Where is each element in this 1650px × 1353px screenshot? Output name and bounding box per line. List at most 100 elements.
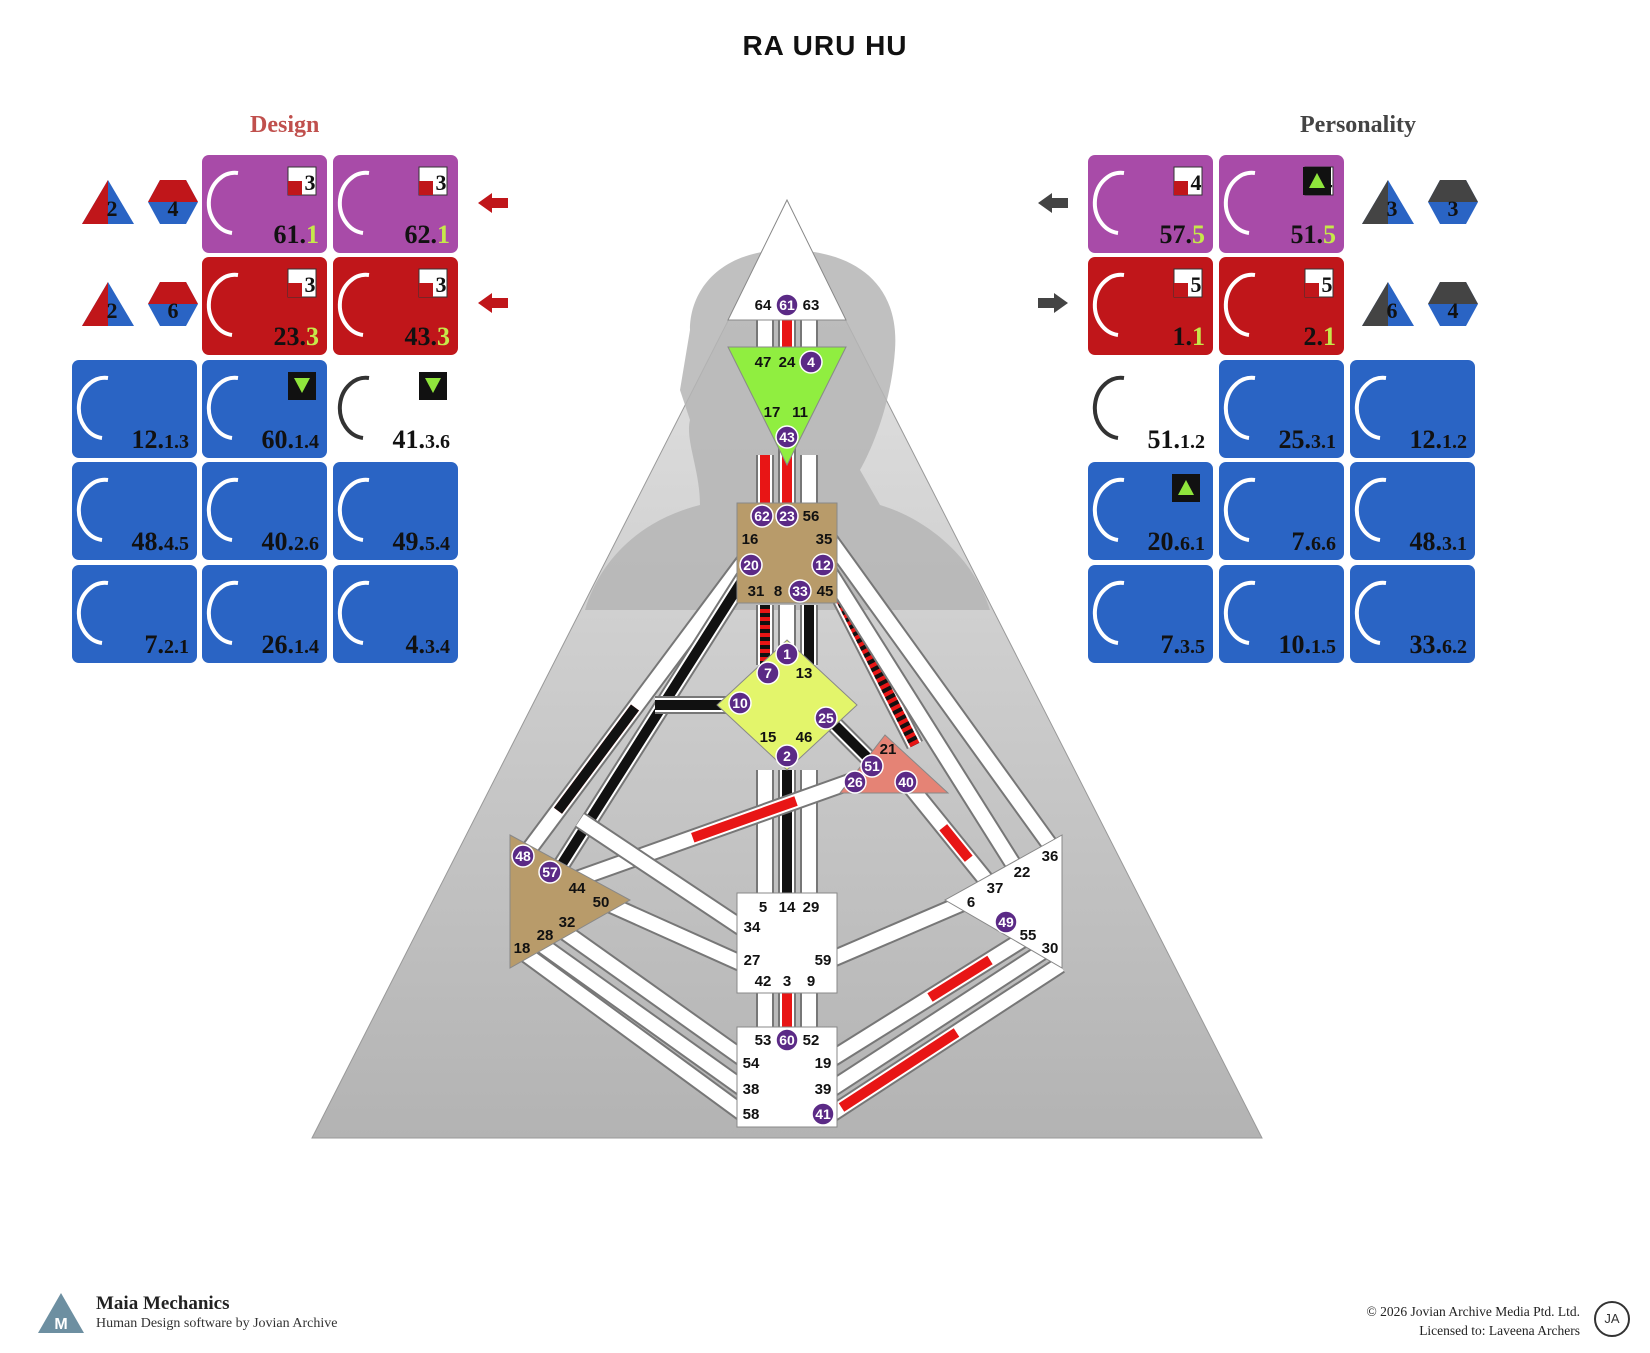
channel-12-22 [817,560,1028,880]
channel-59-6 [826,891,974,969]
personality-planet-glyph-icon [1092,477,1125,542]
design-gate-line-value: 40.2.6 [262,527,320,556]
gate-14-label: 14 [779,899,796,916]
gate-33-active [788,579,812,603]
design-gate-line-value: 26.1.4 [262,630,320,659]
design-planet-card: 323.3 [202,257,327,355]
gate-57-label: 57 [542,864,558,880]
maia-logo-icon: M [38,1293,84,1333]
design-hexagon-value: 6 [168,298,179,323]
design-planet-card: 361.1 [202,155,327,253]
gate-26-label: 26 [847,774,863,790]
gate-32-label: 32 [559,914,576,931]
gate-58-label: 58 [743,1106,760,1123]
design-card-bg [333,565,458,663]
gate-1-active [775,642,799,666]
channel-35-36 [822,534,1058,851]
design-planet-card: 48.4.5 [72,462,197,560]
exaltation-up-icon [1309,173,1325,188]
personality-triangle-value: 6 [1387,298,1398,323]
personality-planet-glyph-icon [1092,580,1125,645]
personality-planet-card: 451.5 [1219,155,1344,253]
personality-triangle-value: 3 [1387,196,1398,221]
personality-gate-line-value: 12.1.2 [1410,425,1468,454]
personality-gate-line-value: 25.3.1 [1279,425,1337,454]
personality-arrow-left-icon [1038,193,1068,213]
channel-19-49-design [927,955,993,1002]
gate-55-label: 55 [1020,927,1037,944]
copyright-block: © 2026 Jovian Archive Media Ptd. Ltd. Li… [1367,1302,1580,1340]
design-gate-line-value: 43.3 [405,322,451,351]
gate-7-label: 7 [764,665,772,681]
personality-gate-line-value: 1.1 [1173,322,1206,351]
gate-25-label: 25 [818,710,834,726]
gate-44-label: 44 [569,880,586,897]
personality-gate-line-value: 20.6.1 [1148,527,1206,556]
personality-gate-line-value: 10.1.5 [1279,630,1337,659]
solar-plexus-center [943,834,1063,969]
design-gate-line-value: 4.3.4 [406,630,451,659]
personality-hexagon-value: 3 [1448,196,1459,221]
design-color-value: 3 [436,170,447,195]
gate-9-label: 9 [807,973,815,990]
design-planet-glyph-icon [337,272,370,337]
gate-20-active [739,553,763,577]
personality-card-bg [1350,462,1475,560]
personality-planet-glyph-icon [1092,170,1125,235]
head-center [727,198,847,321]
design-planet-card: 49.5.4 [333,462,458,560]
gate-7-active [756,661,780,685]
gate-26-active [843,770,867,794]
design-color-value: 3 [436,272,447,297]
g-center [716,639,858,771]
gate-1-label: 1 [783,646,791,662]
detriment-down-icon [294,378,310,393]
gate-59-label: 59 [815,952,832,969]
design-planet-card: 362.1 [333,155,458,253]
gate-3-label: 3 [783,973,791,990]
personality-card-bg [1219,360,1344,458]
personality-card-bg [1219,462,1344,560]
gate-27-label: 27 [744,952,761,969]
gate-51-label: 51 [864,758,880,774]
gate-10-active [728,691,752,715]
gate-12-label: 12 [815,557,831,573]
personality-planet-glyph-icon [1354,580,1387,645]
gate-4-active [799,350,823,374]
brand-name: Maia Mechanics [96,1293,230,1314]
design-gate-line-value: 61.1 [274,220,320,249]
personality-gate-line-value: 2.1 [1304,322,1337,351]
copyright-text: © 2026 Jovian Archive Media Ptd. Ltd. [1366,1304,1580,1319]
design-gate-line-value: 62.1 [405,220,451,249]
chart-title: RA URU HU [742,30,908,61]
ajna-center [727,346,847,467]
personality-gate-line-value: 7.6.6 [1292,527,1337,556]
design-planet-glyph-icon [337,375,370,440]
gate-4-label: 4 [807,354,815,370]
design-planet-glyph-icon [206,477,239,542]
gate-48-label: 48 [515,848,531,864]
personality-planet-card: 48.3.1 [1350,462,1475,560]
gate-46-label: 46 [796,729,813,746]
channel-18-58 [514,942,751,1123]
gate-45-label: 45 [817,583,834,600]
personality-color-value: 5 [1191,272,1202,297]
design-planet-glyph-icon [337,580,370,645]
gate-12-active [811,553,835,577]
gate-62-label: 62 [754,508,770,524]
personality-color-value: 5 [1322,272,1333,297]
personality-color-value: 4 [1191,170,1202,195]
design-planet-glyph-icon [206,170,239,235]
gate-19-label: 19 [815,1055,832,1072]
gate-54-label: 54 [743,1055,760,1072]
personality-hexagon-value: 4 [1448,298,1459,323]
gate-31-label: 31 [748,583,765,600]
gate-23-active [775,504,799,528]
gate-62-active [750,504,774,528]
gate-21-label: 21 [880,741,897,758]
personality-planet-card: 7.6.6 [1219,462,1344,560]
gate-34-label: 34 [744,919,761,936]
gate-37-label: 37 [987,880,1004,897]
